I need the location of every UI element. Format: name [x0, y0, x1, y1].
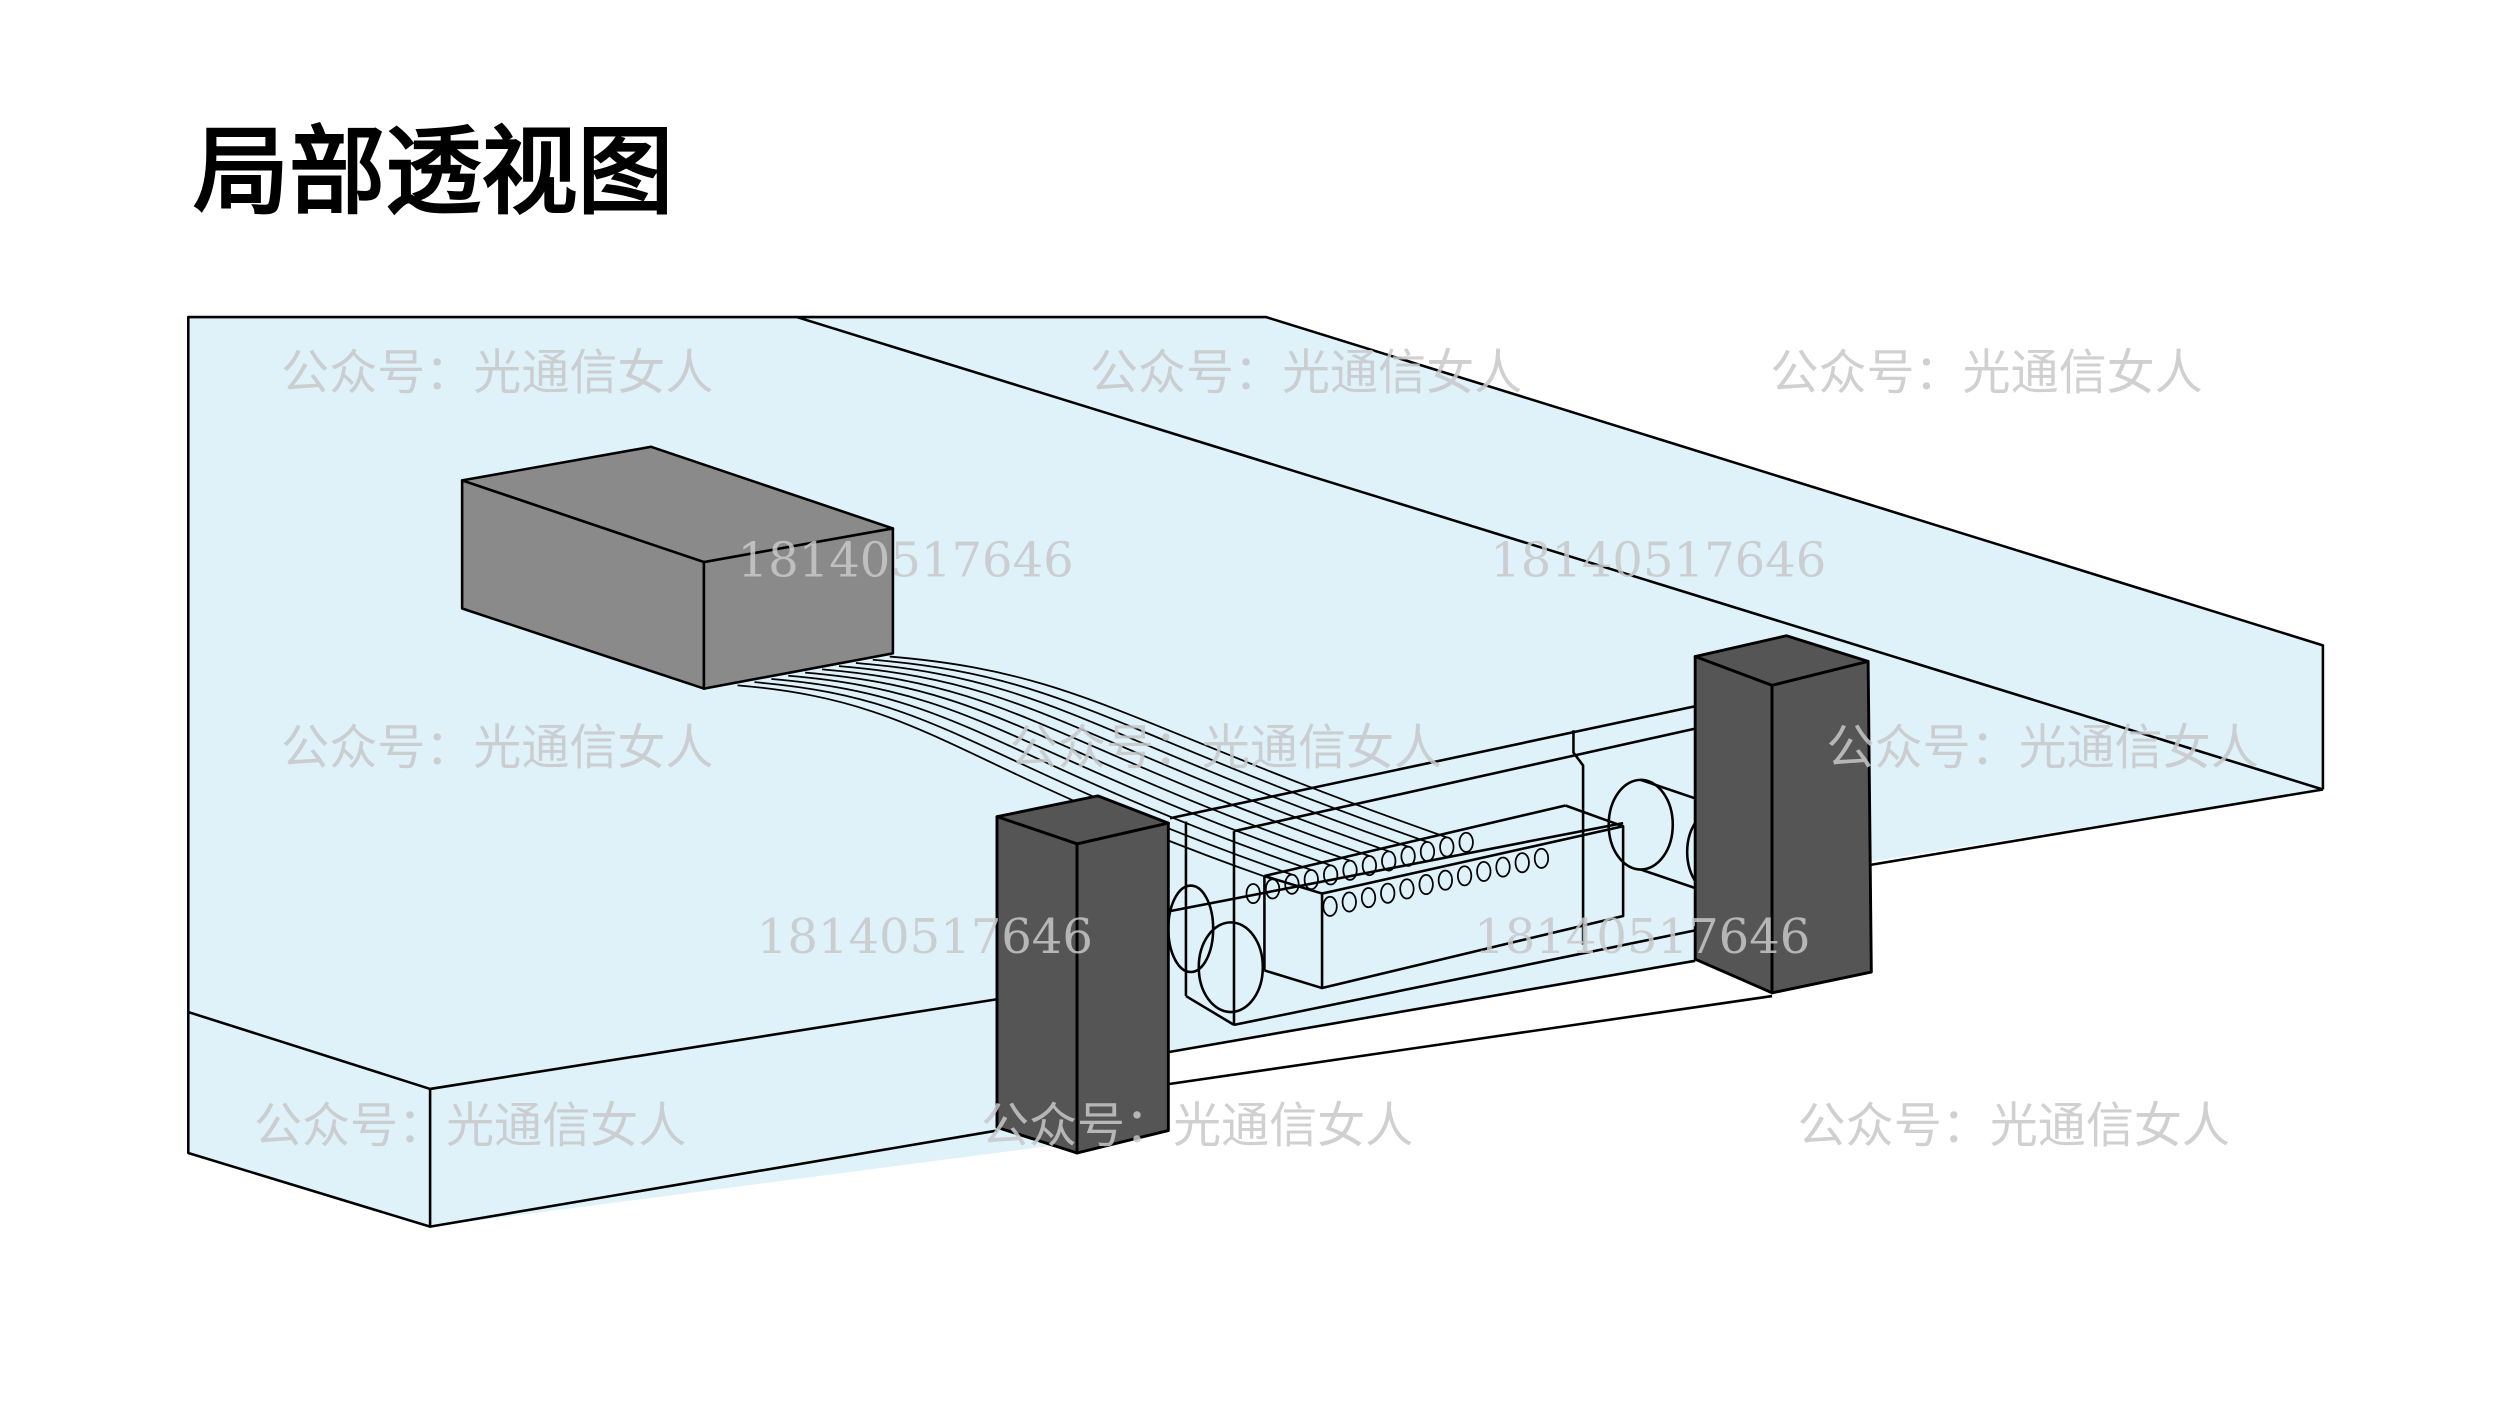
- chip-box: [460, 445, 895, 690]
- lens-port-icon: [1399, 878, 1415, 900]
- lens-block-front: [1320, 825, 1625, 990]
- watermark-account: 公众号：光通信女人: [1090, 345, 1522, 401]
- watermark-phone: 18140517646: [738, 532, 1074, 588]
- lens-block-edge: [1264, 804, 1566, 878]
- watermark-phone: 18140517646: [757, 909, 1093, 965]
- optical-fiber: [788, 674, 1331, 867]
- fiber-port-icon: [1458, 831, 1474, 853]
- left-pillar: [995, 794, 1170, 1155]
- optical-fiber: [754, 681, 1293, 876]
- optical-fiber: [889, 655, 1448, 839]
- lens-port-icon: [1495, 856, 1511, 878]
- housing-edge: [1264, 969, 1323, 990]
- lens-array-block: [1264, 804, 1625, 990]
- fiber-port-icon: [1400, 845, 1416, 867]
- fiber-port-icon: [1381, 850, 1397, 872]
- watermark-phone: 18140517646: [1490, 532, 1826, 588]
- watermark-account: 公众号：光通信女人: [981, 1098, 1413, 1154]
- lens-block-edge: [1565, 804, 1624, 828]
- housing-edge: [1169, 704, 1696, 820]
- optical-fiber: [822, 668, 1370, 857]
- optical-fiber: [855, 662, 1409, 848]
- watermark-account: 公众号：光通信女人: [1826, 720, 2258, 776]
- board-front-edge: [429, 997, 998, 1091]
- page-title: 局部透视图: [193, 116, 673, 228]
- lens-port-icon: [1418, 874, 1434, 896]
- lens-port-icon: [1322, 895, 1338, 917]
- lens-port-icon: [1514, 852, 1530, 874]
- lens-port-icon: [1360, 887, 1377, 909]
- housing-edge: [1185, 994, 1235, 1026]
- lens-port-icon: [1476, 860, 1492, 882]
- optical-fiber: [771, 678, 1312, 871]
- lens-port-icon: [1437, 869, 1453, 891]
- fiber-port-icon: [1284, 873, 1300, 895]
- fiber-port-icon: [1361, 855, 1377, 877]
- board-outline-top: [187, 315, 2325, 1013]
- watermark-account: 公众号：光通信女人: [281, 345, 713, 401]
- watermark-account: 公众号：光通信女人: [1770, 345, 2202, 401]
- chip-box-side: [702, 527, 895, 690]
- watermark-account: 公众号：光通信女人: [1010, 720, 1442, 776]
- fiber-ports: [1245, 831, 1550, 917]
- lens-icon: [1607, 778, 1675, 871]
- housing-edge: [1233, 727, 1696, 833]
- slot-edge-lower: [1168, 994, 1773, 1086]
- slot-edge-upper: [1168, 959, 1696, 1054]
- fiber-port-icon: [1264, 878, 1281, 900]
- fiber-port-icon: [1439, 836, 1455, 858]
- fiber-ribbon: [737, 655, 1448, 881]
- right-pillar: [1693, 634, 1873, 995]
- slot-cutout: [1168, 960, 1773, 1141]
- watermarks: 公众号：光通信女人 公众号：光通信女人 公众号：光通信女人 公众号：光通信女人 …: [254, 345, 2259, 1154]
- housing-edge: [1169, 821, 1624, 913]
- fiber-port-icon: [1303, 869, 1319, 891]
- lens-port-icon: [1533, 847, 1550, 869]
- watermark-account: 公众号：光通信女人: [281, 720, 713, 776]
- housing-edge: [1572, 730, 1585, 945]
- lens-icon: [1197, 921, 1265, 1014]
- housing-edge: [1233, 929, 1696, 1027]
- board-bottom-edge: [429, 1129, 998, 1228]
- optical-fiber: [872, 658, 1428, 843]
- pillar-side: [1770, 659, 1873, 995]
- board-cover-edge: [796, 315, 2324, 791]
- watermark-account: 公众号：光通信女人: [1798, 1098, 2230, 1154]
- fiber-port-icon: [1245, 883, 1261, 905]
- lens-port-icon: [1380, 882, 1396, 904]
- watermark-phone: 18140517646: [1474, 909, 1810, 965]
- watermark-account: 公众号：光通信女人: [254, 1098, 686, 1154]
- pillar-side: [1075, 821, 1170, 1155]
- lens-port-icon: [1341, 891, 1357, 913]
- fiber-port-icon: [1419, 841, 1436, 863]
- optical-fiber: [805, 671, 1351, 862]
- lens-port-icon: [1456, 865, 1473, 887]
- fiber-port-icon: [1323, 864, 1339, 886]
- optical-fiber: [838, 665, 1390, 853]
- board-front-edge-right: [1871, 788, 2324, 867]
- fiber-port-icon: [1342, 859, 1358, 881]
- connector-housing: [1169, 704, 1696, 1027]
